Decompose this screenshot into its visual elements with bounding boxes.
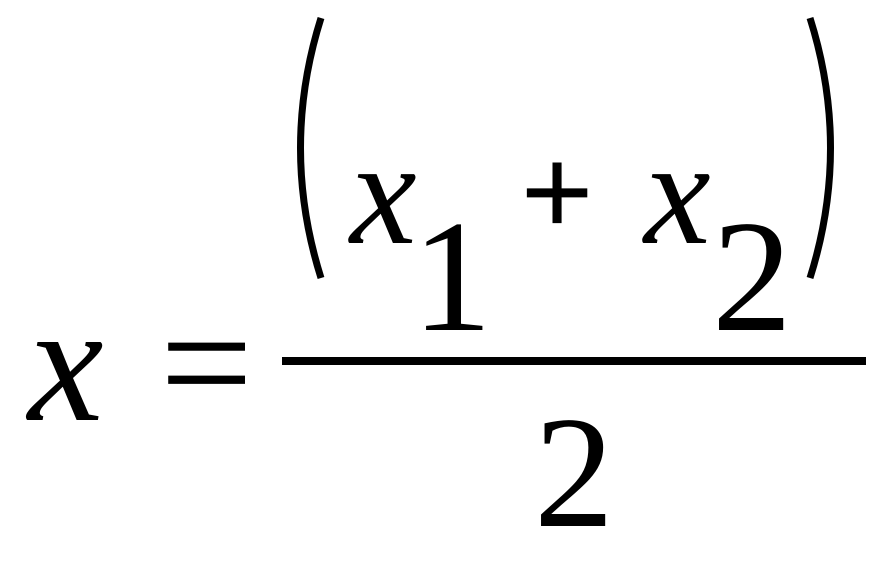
fraction-bar [282, 357, 866, 365]
equals-sign: = [160, 271, 254, 454]
denominator-2: 2 [534, 383, 614, 561]
right-parenthesis [806, 16, 834, 280]
plus-sign: + [520, 121, 595, 265]
subscript-1: 1 [412, 187, 492, 365]
subscript-2: 2 [712, 187, 792, 365]
numerator-variable-x1: x [350, 110, 417, 276]
numerator-variable-x2: x [644, 110, 711, 276]
lhs-variable-x: x [28, 269, 104, 457]
left-parenthesis [297, 16, 325, 280]
